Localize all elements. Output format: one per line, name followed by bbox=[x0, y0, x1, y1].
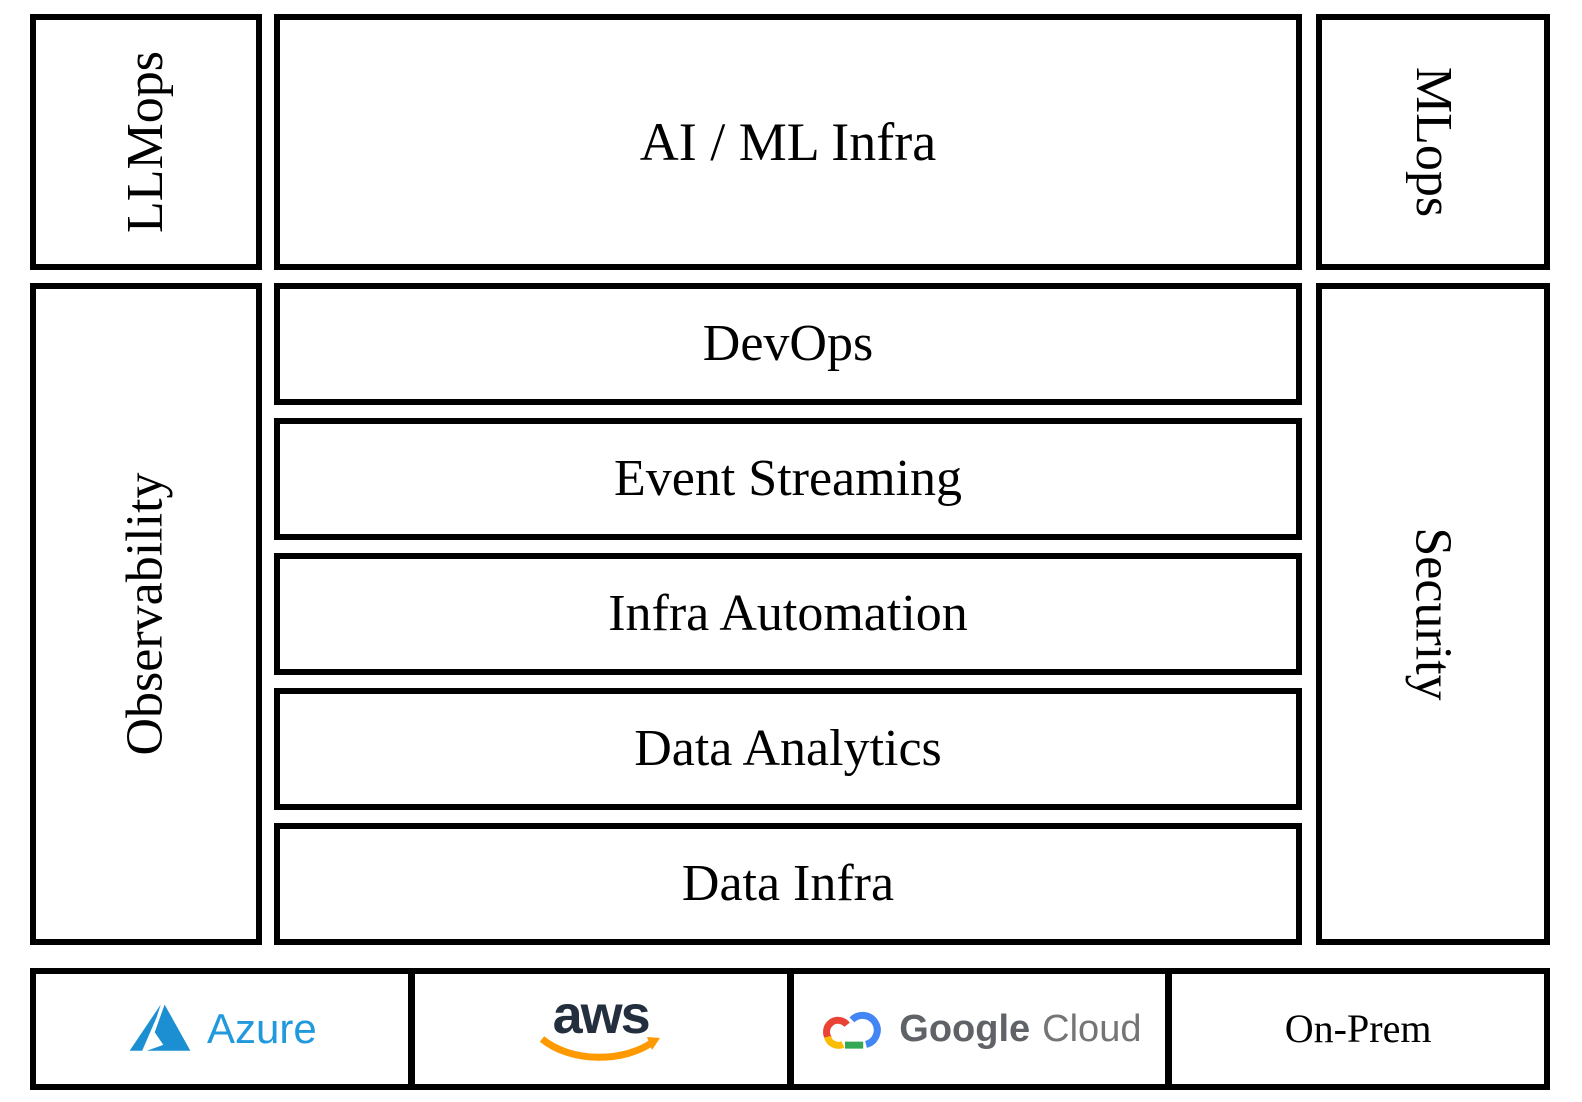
row-event-streaming-label: Event Streaming bbox=[613, 450, 963, 507]
aws-label: aws bbox=[552, 985, 651, 1046]
row-infra-automation-label: Infra Automation bbox=[608, 585, 968, 642]
row-data-infra: Data Infra bbox=[274, 823, 1302, 945]
google-cloud-logo-icon bbox=[823, 1011, 881, 1049]
llmops-box: LLMops bbox=[30, 14, 262, 270]
ai-ml-infra-label: AI / ML Infra bbox=[639, 112, 937, 172]
azure-label: Azure bbox=[207, 1005, 317, 1052]
observability-label: Observability bbox=[117, 472, 174, 756]
aws-logo-icon: aws bbox=[537, 985, 665, 1065]
row-event-streaming: Event Streaming bbox=[274, 418, 1302, 540]
provider-cell-onprem: On-Prem bbox=[1165, 974, 1544, 1084]
azure-logo-icon bbox=[129, 1004, 191, 1051]
row-data-analytics: Data Analytics bbox=[274, 688, 1302, 810]
llmops-label: LLMops bbox=[117, 51, 174, 233]
google-cloud-label: Cloud bbox=[1042, 1008, 1142, 1050]
mlops-label: MLops bbox=[1405, 66, 1462, 218]
observability-box: Observability bbox=[30, 283, 262, 945]
row-devops: DevOps bbox=[274, 283, 1302, 405]
row-infra-automation: Infra Automation bbox=[274, 553, 1302, 675]
provider-cell-azure: Azure bbox=[36, 974, 408, 1084]
row-devops-label: DevOps bbox=[702, 315, 874, 372]
row-data-infra-label: Data Infra bbox=[681, 855, 895, 912]
google-label: Google bbox=[899, 1008, 1031, 1050]
provider-cell-google-cloud: Google Cloud bbox=[786, 974, 1166, 1084]
security-label: Security bbox=[1404, 527, 1462, 701]
provider-strip: Azure aws Google Clou bbox=[30, 968, 1550, 1090]
onprem-label: On-Prem bbox=[1284, 1006, 1432, 1051]
security-box: Security bbox=[1316, 283, 1550, 945]
mlops-box: MLops bbox=[1316, 14, 1550, 270]
aws-swoosh-icon bbox=[539, 1036, 660, 1061]
row-data-analytics-label: Data Analytics bbox=[634, 720, 942, 777]
ai-ml-infra-box: AI / ML Infra bbox=[274, 14, 1302, 270]
provider-cell-aws: aws bbox=[407, 974, 787, 1084]
